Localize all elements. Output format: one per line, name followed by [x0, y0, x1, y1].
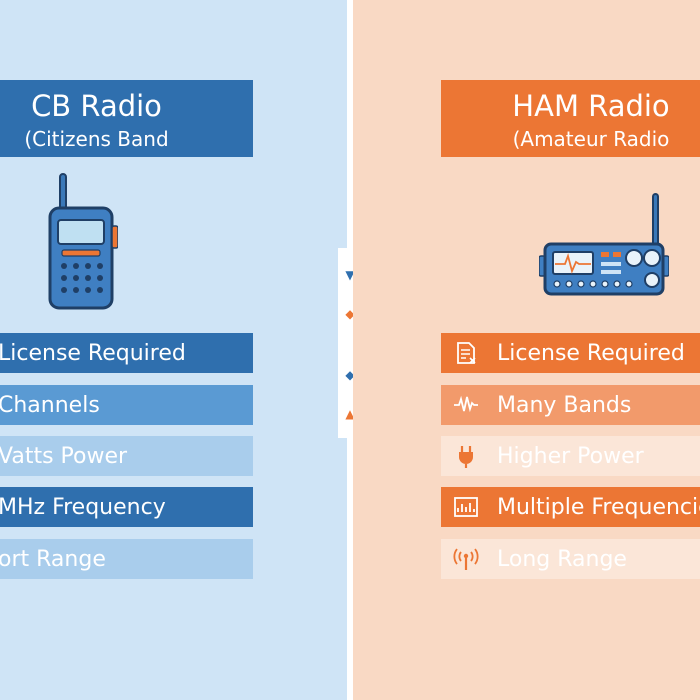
ham-row-label: License Required [497, 340, 685, 366]
waveform-icon [453, 392, 479, 418]
cb-subtitle: (Citizens Band [24, 127, 169, 151]
ham-row-power: Higher Power [441, 436, 700, 476]
arrow-up-icon: ▲ [345, 407, 355, 421]
diamond-icon: ◆ [345, 368, 355, 382]
cb-row-label: MHz Frequency [0, 494, 166, 520]
ham-subtitle: (Amateur Radio [512, 127, 670, 151]
walkie-talkie-icon [46, 172, 119, 312]
ham-row-license: License Required [441, 333, 700, 373]
ham-title: HAM Radio [512, 89, 670, 123]
ham-row-label: Higher Power [497, 443, 644, 469]
cb-row-label: Channels [0, 392, 100, 418]
ham-radio-panel: HAM Radio (Amateur Radio Lic [353, 0, 700, 700]
cb-row-label: ort Range [0, 546, 106, 572]
base-station-radio-icon [538, 192, 670, 300]
ham-row-bands: Many Bands [441, 385, 700, 425]
spectrum-display-icon [453, 494, 479, 520]
license-document-icon [453, 340, 479, 366]
cb-row-label: Vatts Power [0, 443, 128, 469]
cb-row-frequency: MHz Frequency [0, 487, 253, 527]
cb-title: CB Radio [31, 89, 162, 123]
cb-row-channels: Channels [0, 385, 253, 425]
cb-title-box: CB Radio (Citizens Band [0, 80, 253, 157]
ham-row-range: Long Range [441, 539, 700, 579]
ham-title-box: HAM Radio (Amateur Radio [441, 80, 700, 157]
ham-row-label: Many Bands [497, 392, 632, 418]
cb-row-power: Vatts Power [0, 436, 253, 476]
cb-row-label: License Required [0, 340, 186, 366]
cb-radio-panel: CB Radio (Citizens Band License Required… [0, 0, 347, 700]
arrow-down-icon: ▼ [345, 268, 355, 282]
ham-row-label: Multiple Frequencie [497, 494, 700, 520]
power-plug-icon [453, 443, 479, 469]
ham-row-frequencies: Multiple Frequencie [441, 487, 700, 527]
cb-row-license: License Required [0, 333, 253, 373]
cb-row-range: ort Range [0, 539, 253, 579]
diamond-icon: ◆ [345, 307, 355, 321]
ham-row-label: Long Range [497, 546, 627, 572]
antenna-signal-icon [453, 546, 479, 572]
